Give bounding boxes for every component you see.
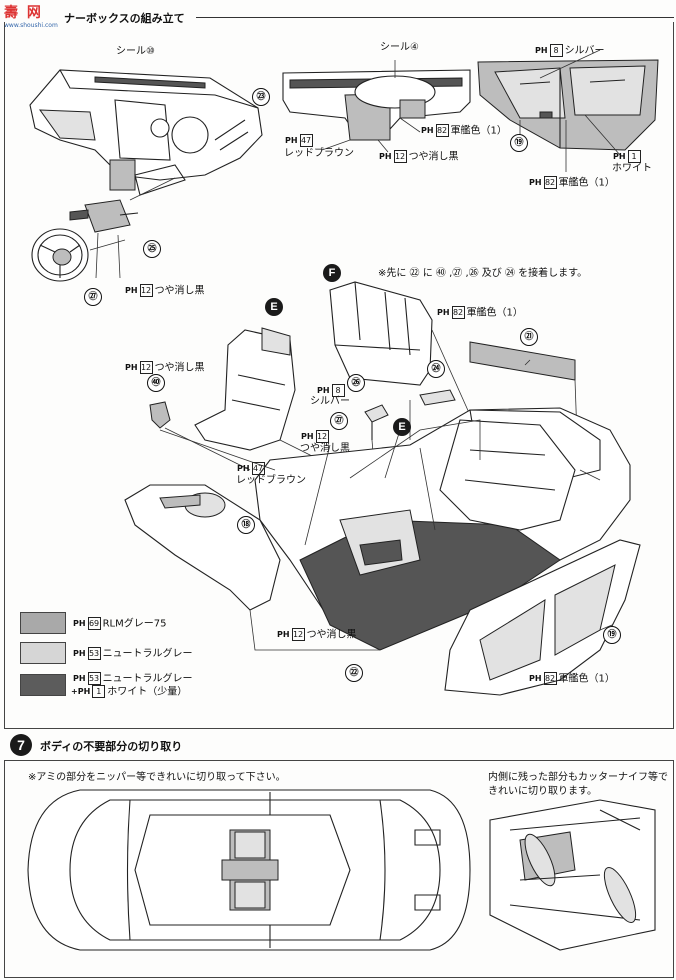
dash-decal-label: シール⑩ <box>116 46 155 57</box>
step-7-note-right-2: きれいに切り取ります。 <box>488 786 597 797</box>
front-seat-drawing <box>194 327 331 466</box>
seat-paint-text: レッドブラウン <box>236 475 306 486</box>
part-22: ㉒ <box>345 664 363 682</box>
step-7-badge: 7 <box>10 734 32 756</box>
watermark-url: www.shoushi.com <box>4 22 58 29</box>
step-7-note-right-1: 内側に残った部分もカッターナイフ等で <box>488 772 668 783</box>
marker-e-seat: E <box>265 298 283 316</box>
part-27: ㉗ <box>330 412 348 430</box>
console-decal-label: シール④ <box>380 42 419 53</box>
right-side-panel-drawing <box>444 539 641 696</box>
step-7-title: ボディの不要部分の切り取り <box>40 740 183 753</box>
step-7-note-left: ※アミの部分をニッパー等できれいに切り取って下さい。 <box>28 772 286 783</box>
legend-swatch-69 <box>20 612 66 634</box>
part-40: ㊵ <box>147 374 165 392</box>
section-frame <box>4 22 674 729</box>
decal-number: ⑩ <box>146 46 155 57</box>
lever2-paint-text: つや消し黒 <box>300 443 350 454</box>
part-19-door: ⑲ <box>510 134 528 152</box>
marker-f: F <box>323 264 341 282</box>
part-24: ㉔ <box>427 360 445 378</box>
console-paint1-text: レッドブラウン <box>284 148 354 159</box>
cutting-detail-drawing <box>489 799 656 951</box>
center-console-drawing <box>282 60 471 153</box>
assembly-note: ※先に ㉒ に ㊵ ,㉗ ,㉖ 及び ㉔ を接着します。 <box>378 268 588 279</box>
legend-swatch-53 <box>20 642 66 664</box>
watermark-text: 壽 网 <box>4 5 43 21</box>
part-26: ㉖ <box>347 374 365 392</box>
part-25: ㉕ <box>143 240 161 258</box>
dashboard-drawing <box>29 69 263 196</box>
door-paint2-text: ホワイト <box>612 163 652 174</box>
car-top-view-drawing <box>27 789 471 951</box>
step-7-frame <box>4 760 674 978</box>
marker-e-floor: E <box>393 418 411 436</box>
part-24-drawing <box>419 389 456 406</box>
door-panel-drawing <box>477 49 659 172</box>
part-18: ⑱ <box>237 516 255 534</box>
pedals-drawing <box>149 401 251 471</box>
steering-wheel-drawing <box>31 228 126 282</box>
section-title: ナーボックスの組み立て <box>64 12 185 25</box>
part-21: ㉑ <box>520 328 538 346</box>
legend-swatch-53-1 <box>20 674 66 696</box>
floor-tub-drawing <box>254 407 631 651</box>
header-rule <box>196 17 674 18</box>
part-19-side: ⑲ <box>603 626 621 644</box>
part-23: ㉓ <box>252 88 270 106</box>
watermark-logo: 壽 网 www.shoushi.com <box>4 2 66 34</box>
part-67: ㉗ <box>84 288 102 306</box>
steering-column-drawing <box>69 177 176 233</box>
lever-paint-text: シルバー <box>310 396 350 407</box>
